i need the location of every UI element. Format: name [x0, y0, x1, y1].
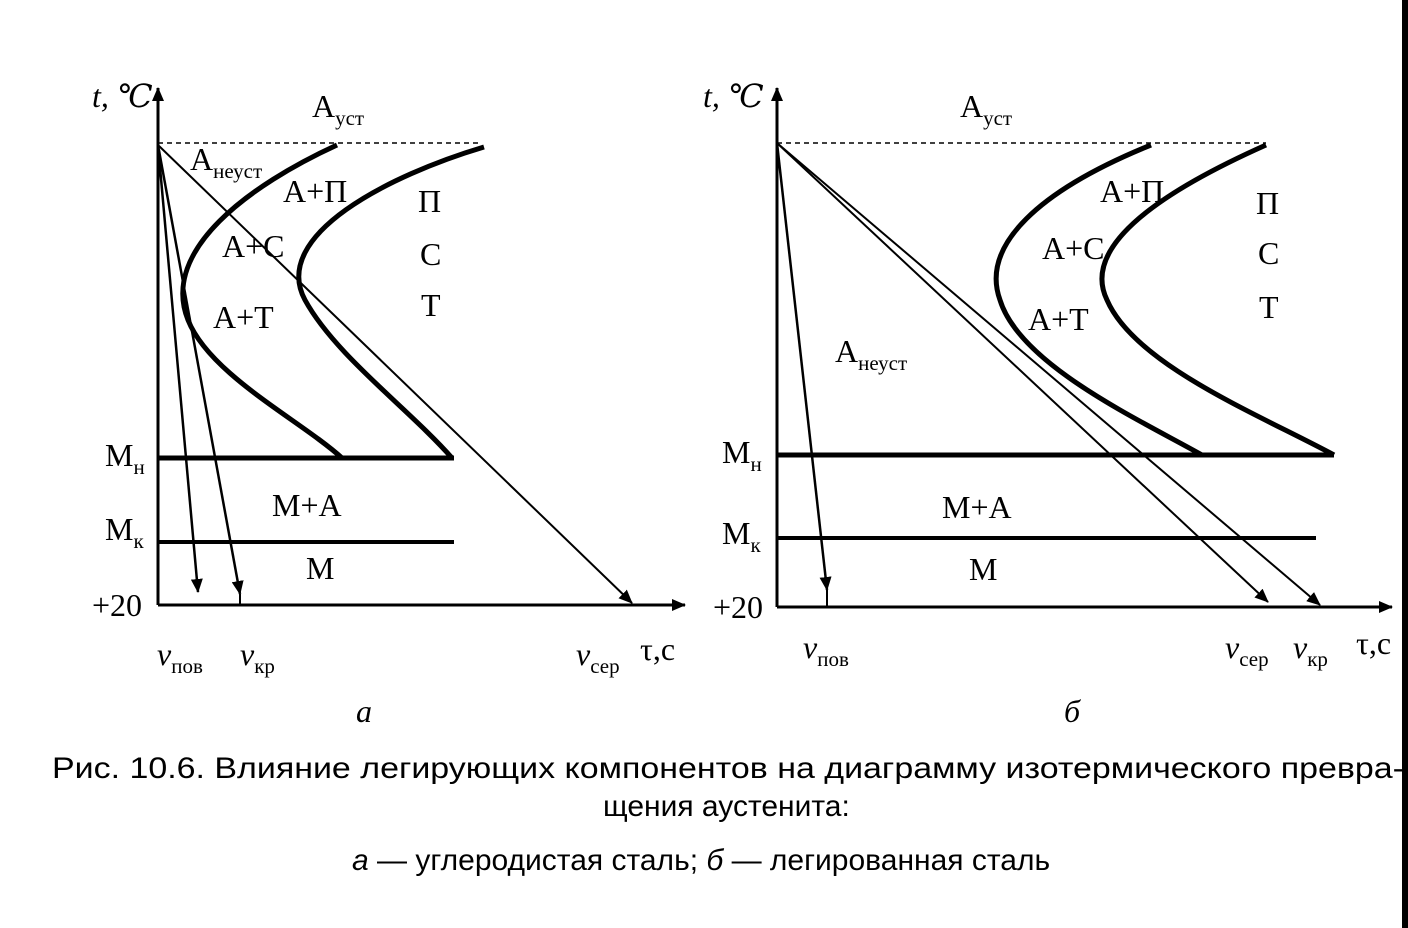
mn-label-a: Mн	[105, 437, 145, 479]
start-c-curve-b	[993, 142, 1204, 458]
product-t-b: Т	[1259, 289, 1279, 325]
panel-letter-a: a	[356, 693, 372, 729]
v-pov-arrow-b	[775, 142, 832, 591]
a-ust-label-b: Aуст	[960, 88, 1012, 130]
start-c-curve-a	[180, 142, 344, 460]
region-ma-a: M+A	[272, 487, 342, 523]
y-axis-label-a: t, ℃	[92, 78, 153, 114]
region-at-b: A+T	[1028, 301, 1089, 337]
v-ser-arrow-b	[776, 142, 1269, 603]
x-axis-label-b: τ,с	[1356, 625, 1391, 661]
finish-c-curve-b	[1099, 142, 1336, 458]
region-ap-a: A+П	[283, 173, 347, 209]
page-edge-shadow	[1402, 0, 1408, 928]
v-pov-arrow-a	[156, 144, 203, 593]
region-m-a: M	[306, 550, 334, 586]
v-ser-label-a: vсер	[576, 636, 620, 678]
caption-line-2: щения аустенита:	[603, 790, 850, 823]
a-ust-label-a: Aуст	[312, 88, 364, 130]
v-kr-arrow-a	[156, 144, 244, 595]
panel-letter-b: б	[1064, 693, 1081, 729]
finish-c-curve-a	[296, 144, 485, 460]
product-s-b: С	[1258, 235, 1279, 271]
caption-line-1: Рис. 10.6. Влияние легирующих компоненто…	[52, 752, 1404, 785]
x-axis-label-a: τ,с	[640, 631, 675, 667]
product-p-a: П	[418, 183, 441, 219]
a-neust-label-b: Aнеуст	[835, 333, 907, 375]
v-kr-arrow-b	[776, 142, 1321, 606]
mk-label-a: Mк	[105, 511, 144, 553]
caption-line-3: а — углеродистая сталь; б — легированная…	[352, 844, 1050, 877]
v-pov-label-b: vпов	[803, 629, 849, 671]
figure-caption: Рис. 10.6. Влияние легирующих компоненто…	[52, 752, 1404, 877]
v-kr-label-b: vкр	[1293, 629, 1328, 671]
product-s-a: С	[420, 236, 441, 272]
region-at-a: A+T	[213, 299, 274, 335]
a-neust-label-a: Aнеуст	[190, 141, 262, 183]
panel-b: t, ℃ τ,с Mн Mк +20 Aуст Aнеуст A+П A+C A…	[703, 78, 1393, 729]
v-ser-arrow-a	[157, 144, 633, 604]
v-kr-label-a: vкр	[240, 636, 275, 678]
region-ac-b: A+C	[1042, 230, 1105, 266]
mn-label-b: Mн	[722, 434, 762, 476]
region-m-b: M	[969, 551, 997, 587]
region-ap-b: A+П	[1100, 173, 1164, 209]
region-ma-b: M+A	[942, 489, 1012, 525]
v-ser-label-b: vсер	[1225, 629, 1269, 671]
region-ac-a: A+C	[222, 228, 285, 264]
panel-a: t, ℃ τ,с Mн Mк +20 Aуст Aнеуст A+П A+C A…	[92, 78, 686, 729]
v-pov-label-a: vпов	[157, 636, 203, 678]
y-axis-label-b: t, ℃	[703, 78, 764, 114]
product-t-a: Т	[421, 287, 441, 323]
base-temp-label-b: +20	[713, 589, 763, 625]
base-temp-label-a: +20	[92, 587, 142, 623]
mk-label-b: Mк	[722, 515, 761, 557]
product-p-b: П	[1256, 185, 1279, 221]
